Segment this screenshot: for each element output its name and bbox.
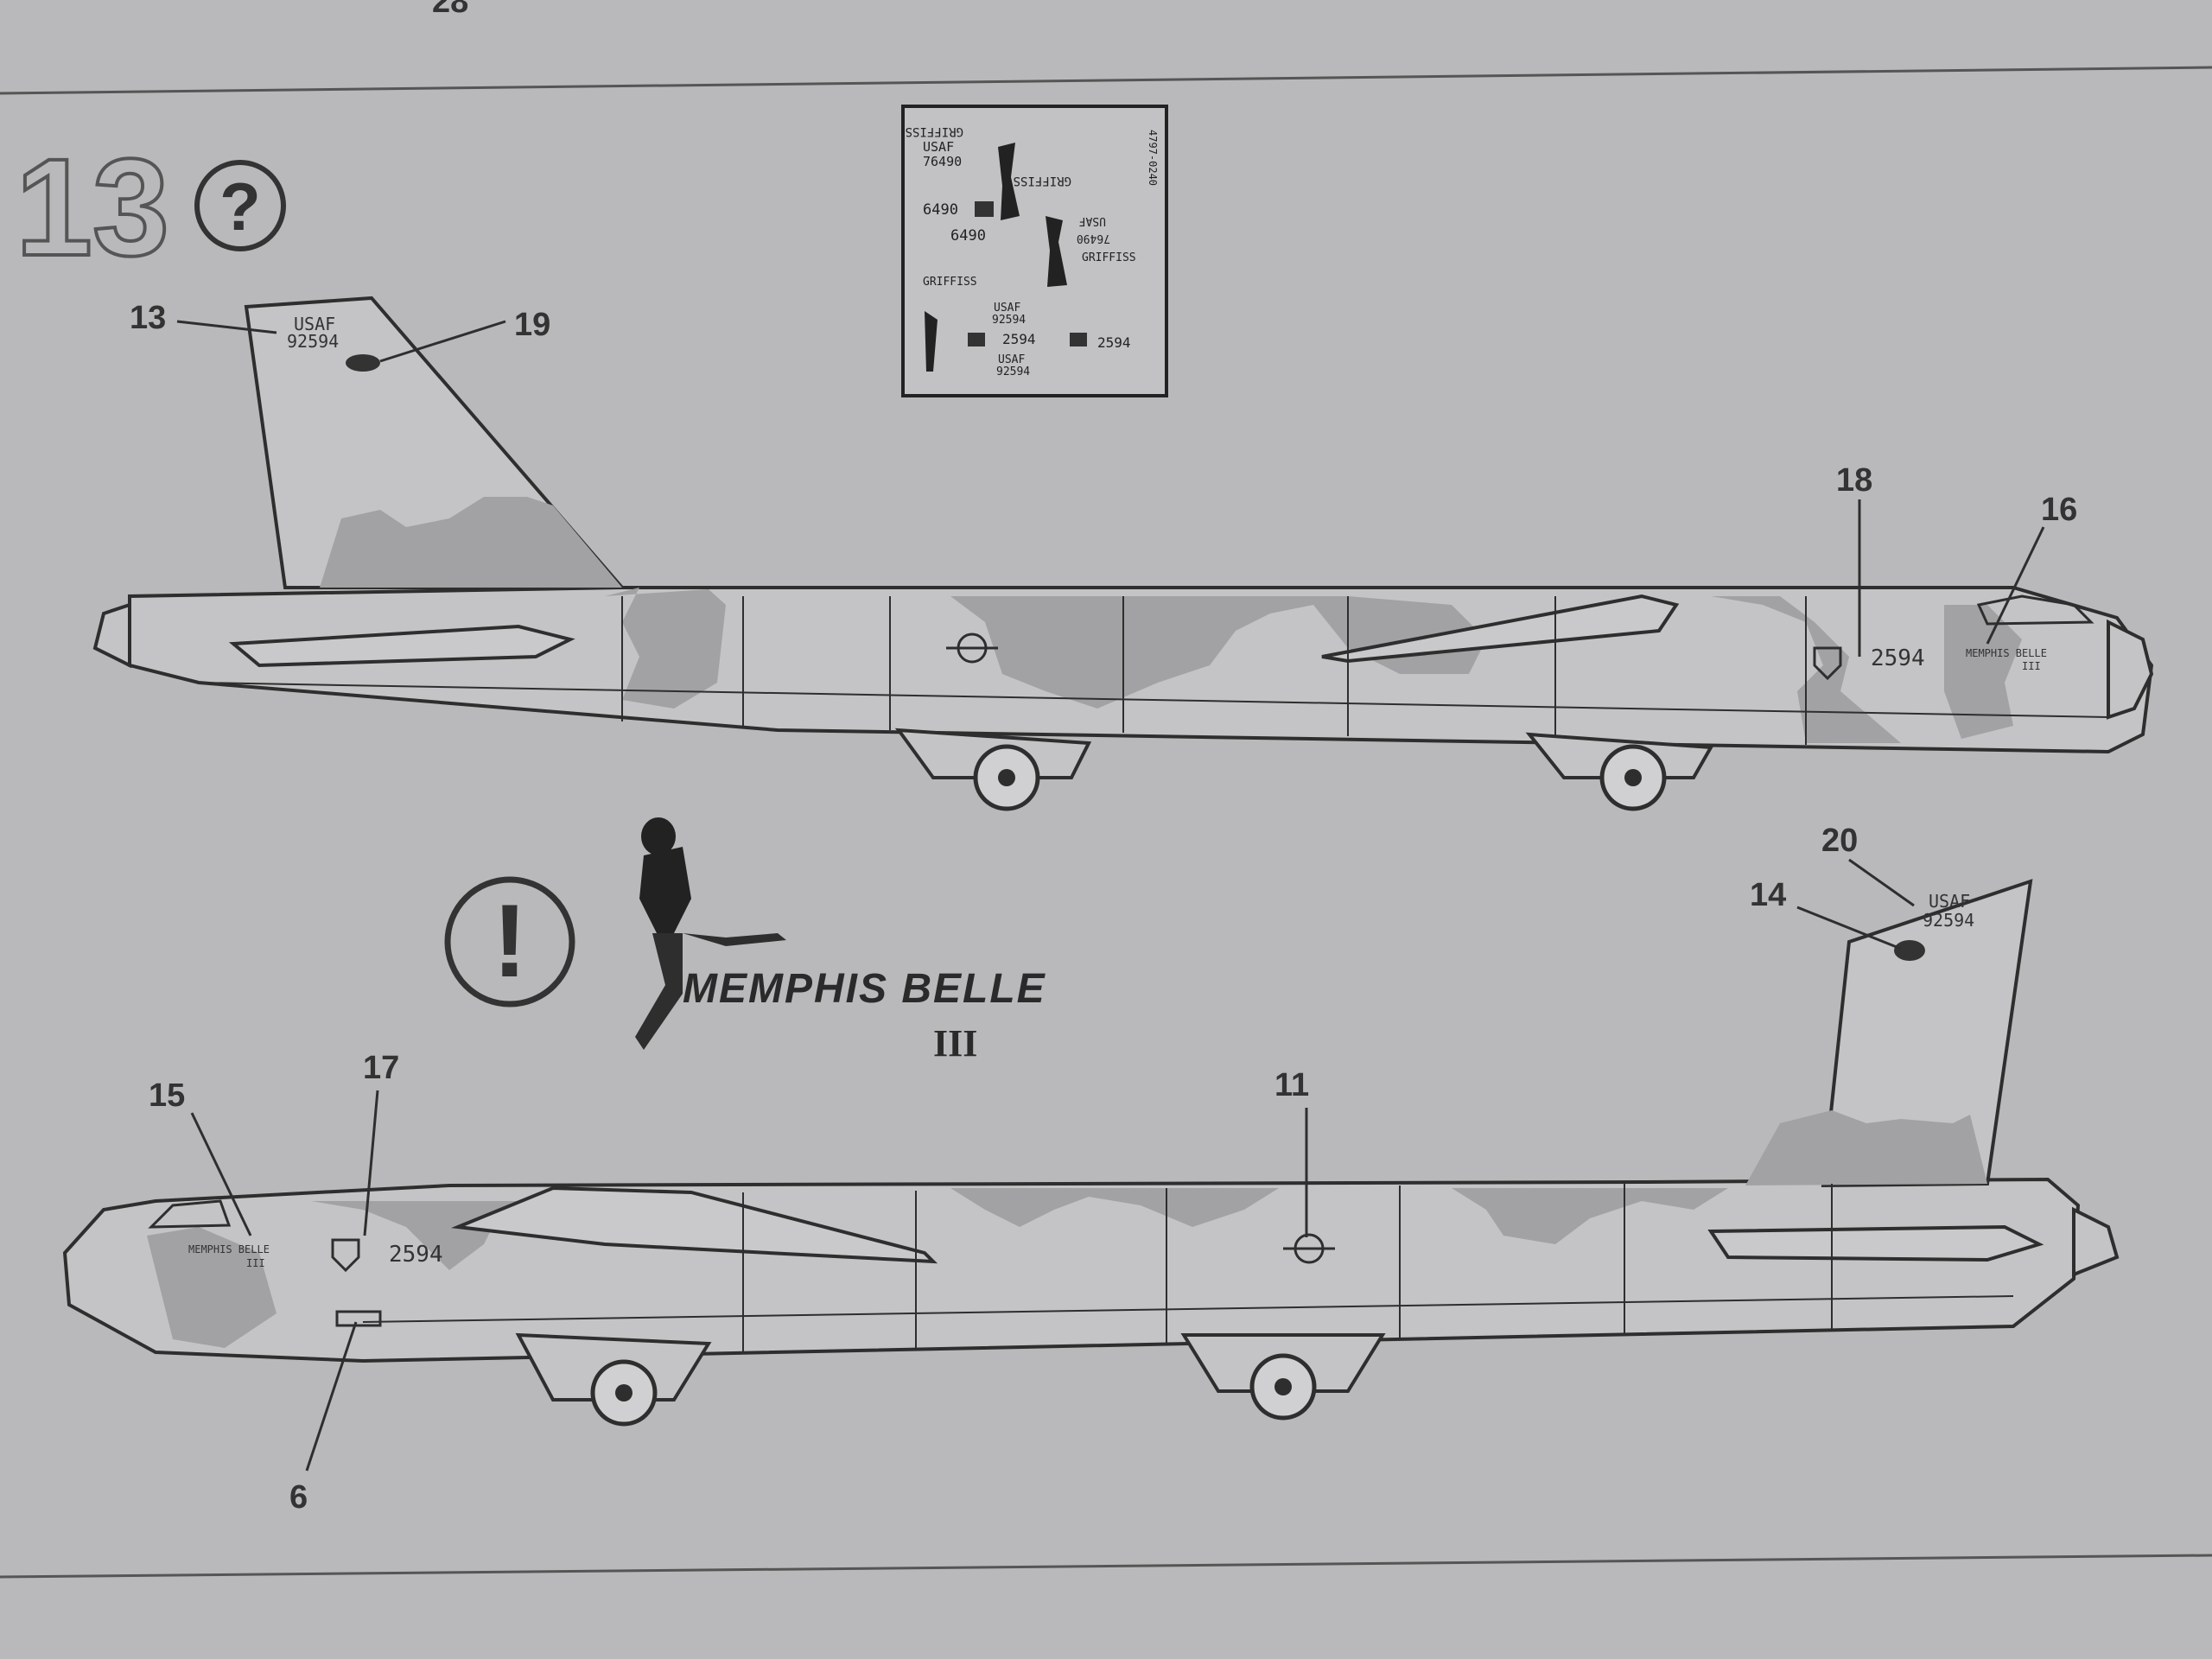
star-insignia-icon xyxy=(946,632,998,664)
svg-text:?: ? xyxy=(219,168,261,245)
decal-griffiss-3: GRIFFISS xyxy=(1082,251,1136,264)
callout-19: 19 xyxy=(514,307,550,343)
decal-number-1: 6490 xyxy=(923,201,958,219)
callout-18: 18 xyxy=(1836,462,1872,499)
decal-serial-4: 92594 xyxy=(996,365,1030,378)
bottom-border-line xyxy=(0,1554,2212,1579)
decal-shield-3 xyxy=(968,333,985,346)
callout-16-leader xyxy=(1986,526,2045,645)
landing-gear-front xyxy=(894,728,1092,811)
svg-text:!: ! xyxy=(493,883,527,999)
landing-gear-rear xyxy=(1525,732,1714,811)
nose-art-sub: III xyxy=(2022,660,2041,672)
decal-sheet-code: 4797-0240 xyxy=(1147,130,1159,186)
decal-silhouette-3 xyxy=(925,311,938,372)
decal-serial-1: 76490 xyxy=(923,154,962,169)
tail-serial: 92594 xyxy=(287,331,339,352)
callout-6-leader xyxy=(305,1321,358,1471)
callout-13-leader xyxy=(176,320,277,334)
question-icon: ? xyxy=(194,160,286,251)
callout-16: 16 xyxy=(2041,492,2077,528)
page-number: 28 xyxy=(432,0,468,20)
callout-19-leader xyxy=(379,320,506,363)
nose-art-sub-bottom: III xyxy=(246,1257,265,1269)
callout-20-leader xyxy=(1848,858,1915,907)
tail-emblem-icon xyxy=(346,354,380,372)
step-number: 13 xyxy=(16,130,169,284)
tail-usaf-bottom: USAF xyxy=(1929,891,1970,912)
callout-14-leader xyxy=(1796,906,1902,950)
decal-shield-2 xyxy=(1070,333,1087,346)
aircraft-side-left: USAF 92594 2594 MEMPHIS BELLE III 20 14 … xyxy=(62,823,2120,1516)
callout-14: 14 xyxy=(1750,877,1786,913)
tail-serial-bottom: 92594 xyxy=(1923,910,1974,931)
decal-griffiss-2: GRIFFISS xyxy=(1014,174,1071,188)
decal-number-3: 2594 xyxy=(1002,331,1036,347)
nose-art-label: MEMPHIS BELLE xyxy=(1966,647,2047,659)
decal-serial-3: 92594 xyxy=(992,314,1026,327)
callout-20: 20 xyxy=(1821,823,1858,859)
landing-gear-front-left xyxy=(515,1332,712,1427)
top-border-line xyxy=(0,66,2212,95)
decal-usaf-2: USAF xyxy=(1079,214,1106,227)
decal-silhouette-1 xyxy=(998,143,1020,220)
decal-usaf-1: USAF xyxy=(923,139,954,155)
decal-sheet: GRIFFISS USAF 76490 GRIFFISS 6490 6490 U… xyxy=(901,105,1168,397)
decal-griffiss-1: GRIFFISS xyxy=(906,124,963,138)
aircraft-side-right: USAF 92594 2594 MEMPHIS BELLE III 13 19 … xyxy=(92,296,2154,811)
decal-usaf-4: USAF xyxy=(998,353,1025,366)
decal-serial-2: 76490 xyxy=(1077,232,1110,245)
panel-marking xyxy=(335,1310,382,1327)
tail-usaf: USAF xyxy=(294,314,335,334)
decal-shield-1 xyxy=(975,201,994,217)
pinup-figure-icon xyxy=(635,817,786,1050)
nose-art-numeral: III xyxy=(933,1022,977,1065)
callout-17-leader xyxy=(363,1090,379,1236)
star-insignia-icon-bottom xyxy=(1283,1233,1335,1264)
callout-6: 6 xyxy=(289,1479,308,1516)
callout-11: 11 xyxy=(1274,1067,1309,1103)
callout-15: 15 xyxy=(149,1077,185,1114)
landing-gear-rear-left xyxy=(1180,1333,1386,1421)
nose-number-bottom: 2594 xyxy=(389,1242,443,1268)
wing-shield-icon-bottom xyxy=(331,1238,360,1273)
nose-number: 2594 xyxy=(1871,645,1925,671)
decal-silhouette-2 xyxy=(1046,216,1067,287)
wing-shield-icon xyxy=(1813,646,1842,681)
nose-art-title: MEMPHIS BELLE xyxy=(683,966,1046,1012)
callout-17: 17 xyxy=(363,1050,399,1086)
decal-number-2: 6490 xyxy=(950,227,986,245)
nose-art-label-bottom: MEMPHIS BELLE xyxy=(188,1243,270,1255)
callout-13: 13 xyxy=(130,300,166,336)
callout-15-leader xyxy=(190,1112,252,1236)
decal-number-4: 2594 xyxy=(1097,334,1131,351)
warning-icon xyxy=(444,876,575,1007)
tail-emblem-icon-bottom xyxy=(1894,940,1925,961)
decal-griffiss-4: GRIFFISS xyxy=(923,276,977,289)
decal-usaf-3: USAF xyxy=(994,302,1020,315)
